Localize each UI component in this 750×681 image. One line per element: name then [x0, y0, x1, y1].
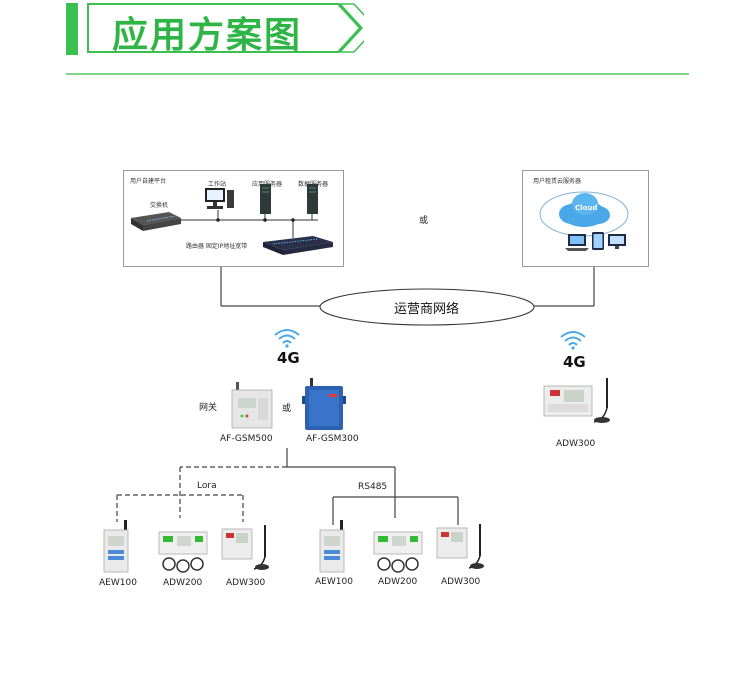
4g-label-left: 4G	[277, 349, 300, 367]
page-title: 应用方案图	[112, 15, 303, 56]
lora-label: Lora	[197, 481, 217, 491]
monitor-icon	[608, 234, 626, 249]
af-gsm500-device	[231, 382, 273, 429]
af-gsm500-label: AF-GSM500	[220, 434, 273, 444]
workstation-label: 工作站	[208, 181, 227, 188]
meter-label-right-3: ADW300	[441, 577, 481, 587]
cloud-platform-title: 用户租赁云服务器	[533, 178, 582, 185]
header-divider	[66, 73, 689, 75]
meter-label-left-1: AEW100	[99, 578, 137, 588]
meter-label-left-3: ADW300	[226, 578, 266, 588]
adw200-device-left	[158, 531, 208, 573]
cloud-text: Cloud	[575, 204, 598, 212]
cloud-drawing	[539, 191, 629, 251]
db-server-icon	[307, 184, 318, 214]
router-icon	[263, 236, 333, 255]
or-label-top: 或	[419, 216, 429, 226]
cloud-icon	[539, 191, 629, 237]
carrier-network-label: 运营商网络	[394, 302, 460, 317]
adw200-device-right	[373, 531, 423, 573]
4g-label-right: 4G	[563, 353, 586, 371]
app-server-icon	[260, 184, 271, 214]
title-frame	[87, 3, 364, 53]
rs485-label: RS485	[358, 482, 388, 492]
gateway-or-label: 或	[282, 404, 292, 414]
laptop-icon	[565, 234, 589, 251]
af-gsm300-label: AF-GSM300	[306, 434, 359, 444]
gateway-label: 网关	[199, 403, 218, 413]
meter-label-right-1: AEW100	[315, 577, 353, 587]
workstation-icon	[205, 188, 234, 209]
af-gsm300-device	[302, 378, 346, 430]
wifi-icon-right	[560, 331, 586, 350]
aew100-device-right	[319, 520, 345, 573]
meter-label-right-2: ADW200	[378, 577, 418, 587]
switch-label: 交换机	[150, 202, 169, 209]
local-platform-title: 用户自建平台	[130, 178, 167, 185]
adw300-device-left	[221, 525, 269, 570]
aew100-device-left	[103, 520, 129, 573]
tablet-icon	[592, 232, 604, 250]
meter-label-left-2: ADW200	[163, 578, 203, 588]
local-network-drawing	[131, 184, 333, 255]
carrier-network-ellipse	[319, 288, 535, 326]
adw300-device-right	[436, 524, 484, 569]
wifi-icon-left	[274, 329, 300, 348]
adw300-4g-device	[543, 378, 610, 423]
title-accent-bar	[66, 3, 78, 55]
switch-icon	[131, 212, 181, 231]
adw300-4g-label: ADW300	[556, 439, 596, 449]
router-label: 路由器 固定IP地址宽带	[186, 243, 248, 250]
